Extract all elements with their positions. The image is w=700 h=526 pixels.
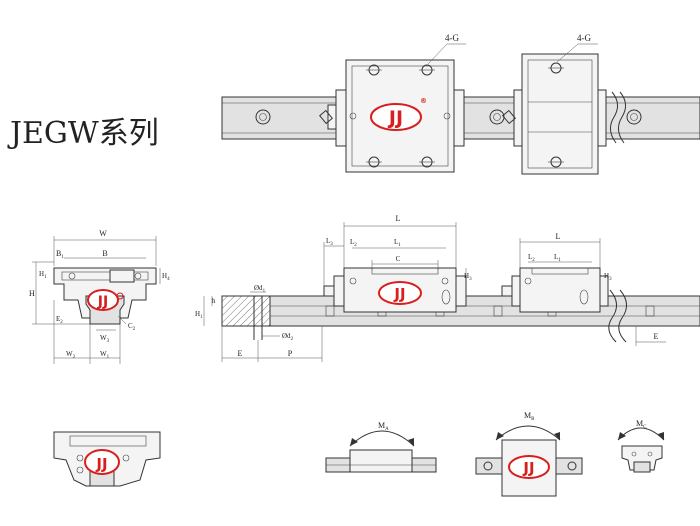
rail-hole xyxy=(626,109,642,125)
dim-L-short: L xyxy=(556,232,561,241)
side-block-2 xyxy=(501,267,609,313)
end-view: W B B1 JJ H H1 H4 E2 C2 W3 xyxy=(29,229,170,364)
label-MA: MA xyxy=(378,421,389,432)
dim-W1: W1 xyxy=(100,350,110,360)
svg-text:JJ: JJ xyxy=(97,294,108,310)
dim-W2: W2 xyxy=(66,350,76,360)
dim-h: h xyxy=(212,297,216,305)
hole-callout-4g: 4-G xyxy=(577,33,591,43)
dim-H: H xyxy=(29,289,35,298)
brand-logo: JJ ® xyxy=(370,97,427,131)
dim-E-left: E xyxy=(238,349,243,358)
iso-view: JJ xyxy=(53,431,161,487)
dim-W: W xyxy=(99,229,107,238)
hole-callout-4g: 4-G xyxy=(445,33,459,43)
svg-text:JJ: JJ xyxy=(387,107,403,129)
side-view: JJ L L3 L2 L1 C H3 L xyxy=(195,214,700,362)
label-MC: MC xyxy=(636,419,647,430)
dim-L1b: L1 xyxy=(554,253,561,263)
dim-L: L xyxy=(396,214,401,223)
label-MB: MB xyxy=(524,411,535,422)
dim-H1: H1 xyxy=(39,270,47,280)
svg-text:JJ: JJ xyxy=(522,459,534,477)
dim-L2b: L2 xyxy=(528,253,535,263)
dim-H1-side: H1 xyxy=(195,310,203,320)
rail-hole xyxy=(255,109,271,125)
dim-B: B xyxy=(102,249,107,258)
dim-H3b: H3 xyxy=(604,272,612,282)
top-view: JJ ® 4-G 4-G xyxy=(221,33,700,175)
dim-H4: H4 xyxy=(162,272,170,282)
break-mark xyxy=(608,289,617,343)
moment-diagram-mb: MB JJ xyxy=(475,411,583,497)
dim-E-right: E xyxy=(654,332,659,341)
dim-P: P xyxy=(288,349,293,358)
svg-text:JJ: JJ xyxy=(95,455,107,473)
dim-L3: L3 xyxy=(326,237,333,247)
dim-E2: E2 xyxy=(56,315,63,325)
dim-B1: B1 xyxy=(56,249,64,260)
dim-L1: L1 xyxy=(394,238,401,248)
dim-d2: Ød2 xyxy=(282,332,294,342)
dim-C2: C2 xyxy=(128,322,136,332)
series-title: JEGW系列 xyxy=(10,116,159,151)
dim-L2: L2 xyxy=(350,238,357,248)
top-block-2 xyxy=(502,53,607,175)
dim-d1: Ød1 xyxy=(254,284,266,294)
section-hatch xyxy=(221,295,271,327)
dim-H3: H3 xyxy=(464,272,472,282)
brand-logo: JJ xyxy=(378,281,422,305)
svg-text:®: ® xyxy=(420,97,427,105)
dim-W3: W3 xyxy=(100,334,110,344)
moment-diagram-ma: MA xyxy=(325,421,437,473)
moment-diagram-mc: MC xyxy=(617,419,665,473)
dim-C: C xyxy=(396,255,401,263)
svg-text:JJ: JJ xyxy=(393,285,405,303)
break-mark xyxy=(610,91,618,144)
